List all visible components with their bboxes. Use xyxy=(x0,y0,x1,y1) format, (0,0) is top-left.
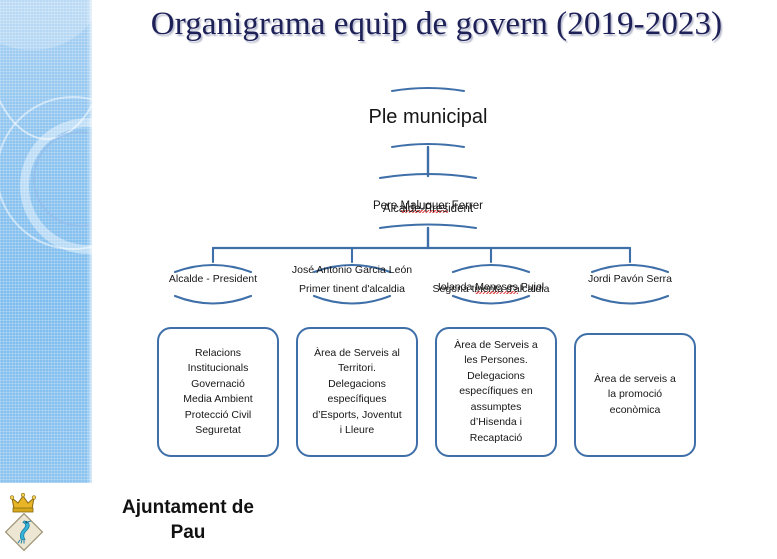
slide-footer: Ajuntament de Pau xyxy=(0,487,777,559)
node-r3-c4-name: Jordi Pavón Serra xyxy=(587,273,673,285)
box-4-text: Àrea de serveis a la promoció econòmica xyxy=(594,372,676,416)
arc-alcalde-bottom xyxy=(378,223,478,230)
node-r3-c3-name: Iolanda Meneses Pujol xyxy=(421,262,561,296)
box-3-text: Àrea de Serveis a les Persones. Delegaci… xyxy=(454,338,538,444)
alcalde-name-misspelled: Maluquer xyxy=(400,200,449,212)
shield-icon xyxy=(5,512,44,552)
node-alcalde-role: Alcalde-President xyxy=(382,203,474,215)
coat-of-arms-icon xyxy=(5,492,44,552)
sidebar-edge-highlight xyxy=(87,0,92,483)
node-r3-c3-role: Segona tinenta d'alcaldia xyxy=(432,283,550,295)
node-r3-c1: Alcalde - President xyxy=(168,273,258,285)
node-r3-c2-name: José Antonio Garcia León xyxy=(291,264,413,276)
crown-icon xyxy=(9,492,37,513)
iolanda-name-misspelled: Meneses xyxy=(475,281,518,293)
alcalde-name-post: Ferrer xyxy=(448,200,483,212)
node-ple-municipal: Ple municipal xyxy=(368,106,488,128)
iolanda-name-pre: Iolanda xyxy=(437,281,476,293)
decorative-sidebar xyxy=(0,0,92,483)
arc-n1-bottom xyxy=(173,294,253,305)
slide-title: Organigrama equip de govern (2019-2023) xyxy=(150,5,723,42)
arc-n4-bottom xyxy=(590,294,670,305)
box-serveis-persones[interactable]: Àrea de Serveis a les Persones. Delegaci… xyxy=(435,327,557,457)
box-promocio-economica[interactable]: Àrea de serveis a la promoció econòmica xyxy=(574,333,696,457)
arc-ple-bottom xyxy=(390,142,466,149)
node-alcalde-name: Pere Maluquer Ferrer xyxy=(318,181,538,215)
box-relacions-institucionals[interactable]: Relacions Institucionals Governació Medi… xyxy=(157,327,279,457)
box-2-text: Àrea de Serveis al Territori. Delegacion… xyxy=(312,346,402,437)
alcalde-name-pre: Pere xyxy=(373,200,401,212)
arc-alcalde-top xyxy=(378,172,478,180)
footer-title: Ajuntament de Pau xyxy=(122,497,254,543)
box-serveis-territori[interactable]: Àrea de Serveis al Territori. Delegacion… xyxy=(296,327,418,457)
node-r3-c2-role: Primer tinent d'alcaldia xyxy=(299,283,405,295)
iolanda-name-post: Pujol xyxy=(517,281,545,293)
box-1-text: Relacions Institucionals Governació Medi… xyxy=(183,346,253,437)
arc-ple-top xyxy=(390,86,466,93)
